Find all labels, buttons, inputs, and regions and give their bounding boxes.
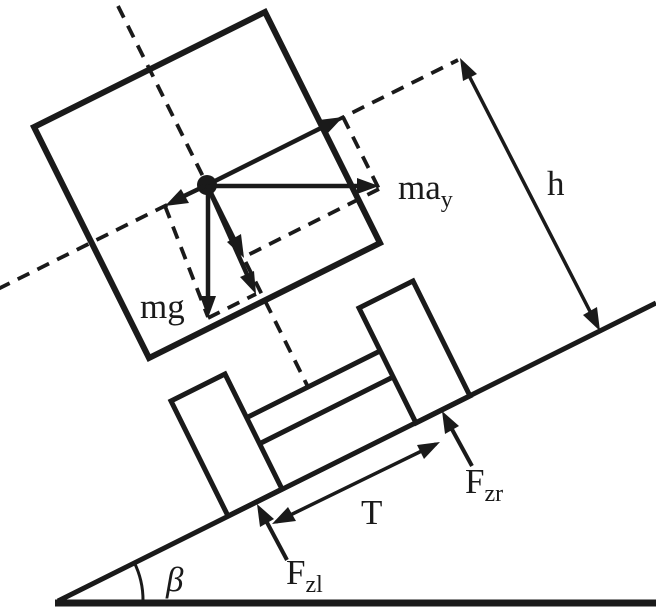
slope-parallel-axis-dashed bbox=[0, 58, 459, 291]
wheels-and-axle bbox=[167, 277, 474, 520]
gravity-force-label: mg bbox=[140, 287, 185, 326]
normal-force-left-label: Fzl bbox=[286, 553, 323, 598]
normal-force-arrows bbox=[257, 411, 474, 561]
labels: mg may h T Fzl Fzr β bbox=[140, 164, 565, 599]
incline-surface bbox=[56, 300, 656, 604]
lateral-force-label-subscript: y bbox=[441, 187, 453, 213]
cg-height-dimension-head-bottom bbox=[583, 307, 600, 331]
track-width-dimension-head-left bbox=[272, 507, 296, 524]
left-wheel bbox=[167, 370, 286, 520]
track-width-dimension-line bbox=[275, 442, 437, 524]
normal-force-left-label-subscript: zl bbox=[305, 572, 323, 598]
lateral-decomposition-dashed-perp bbox=[341, 116, 381, 190]
perpendicular-component-long-arrow-head bbox=[240, 271, 256, 294]
downslope-component-arrow-shaft bbox=[181, 182, 208, 200]
track-width-dimension-head-right bbox=[417, 442, 440, 459]
vehicle-body-outline bbox=[29, 7, 385, 363]
track-width-label: T bbox=[361, 493, 382, 532]
ground-and-incline bbox=[55, 300, 656, 607]
right-wheel bbox=[355, 277, 474, 427]
normal-force-right-label: Fzr bbox=[465, 462, 503, 507]
axle-beam-lower-line bbox=[257, 374, 395, 447]
axle-beam-upper-line bbox=[244, 348, 382, 421]
normal-force-left-label-main: F bbox=[286, 553, 305, 592]
gravity-decomposition-dashed-parallel bbox=[207, 292, 257, 320]
slope-angle-arc bbox=[132, 561, 145, 602]
gravity-arrow-head bbox=[200, 296, 216, 318]
cg-height-label: h bbox=[547, 164, 565, 203]
dimension-arrows bbox=[272, 58, 600, 524]
slope-angle-label: β bbox=[165, 560, 184, 599]
downslope-component-arrow-head bbox=[165, 189, 189, 206]
normal-force-right-arrow-head bbox=[442, 411, 459, 434]
upslope-component-arrow-shaft bbox=[205, 122, 329, 188]
upslope-component-arrow-head bbox=[319, 117, 343, 134]
perpendicular-component-long-arrow-shaft bbox=[204, 184, 252, 280]
normal-force-left-arrow-head bbox=[257, 504, 274, 527]
force-arrows bbox=[165, 117, 379, 318]
lateral-force-label: may bbox=[398, 168, 453, 213]
normal-force-right-label-main: F bbox=[465, 462, 484, 501]
lateral-force-label-main: ma bbox=[398, 168, 441, 207]
lateral-force-arrow-head bbox=[357, 178, 379, 194]
cg-height-dimension-head-top bbox=[460, 58, 477, 81]
cg-height-dimension-line bbox=[461, 63, 599, 326]
normal-force-right-label-subscript: zr bbox=[484, 481, 503, 507]
gravity-decomposition-dashed-perp bbox=[163, 205, 210, 318]
